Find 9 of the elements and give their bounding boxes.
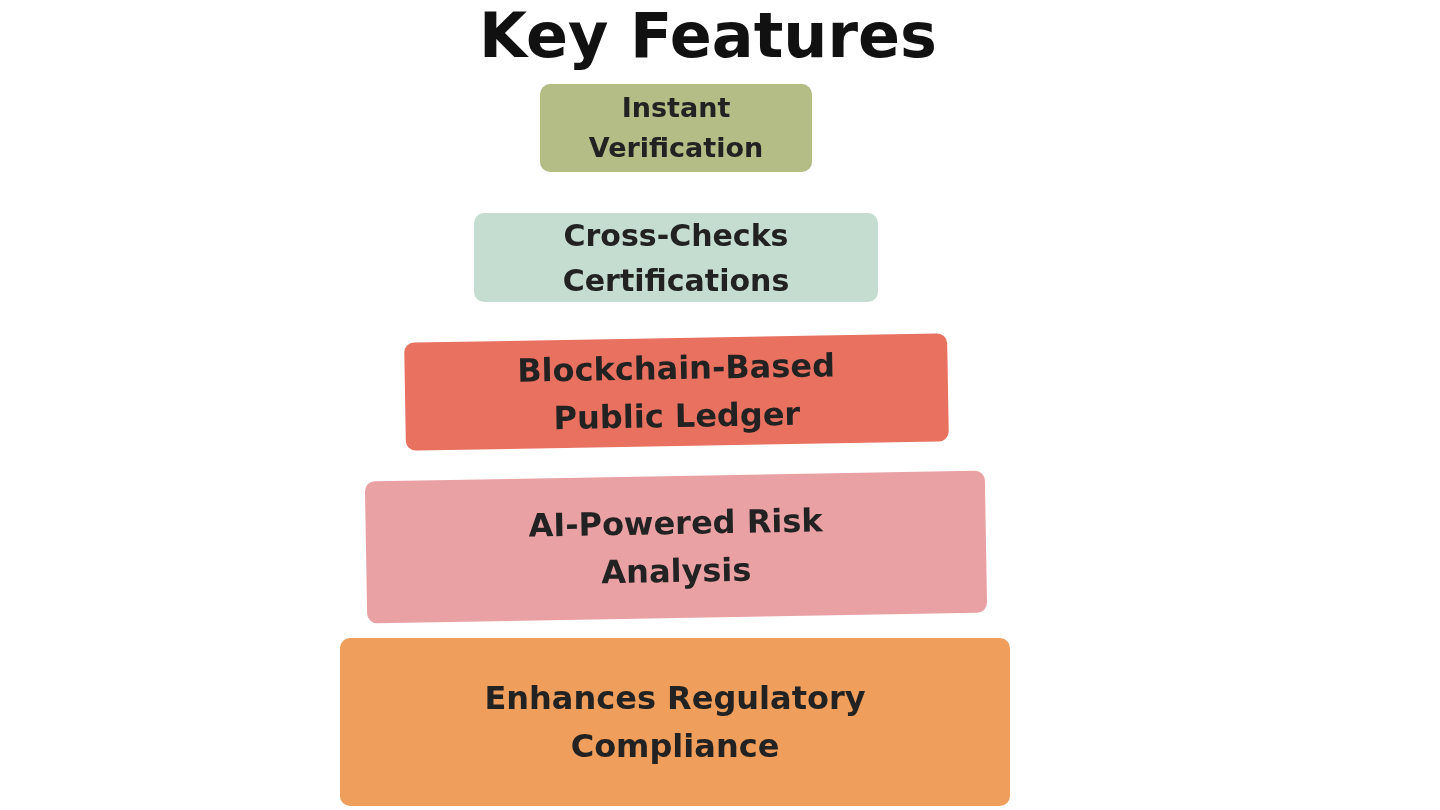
feature-label: Instant Verification bbox=[587, 90, 765, 165]
feature-box bbox=[474, 213, 878, 302]
feature-box bbox=[540, 84, 812, 172]
feature-box bbox=[340, 638, 1010, 806]
feature-label: Blockchain-Based Public Ledger bbox=[515, 345, 837, 440]
title: Key Features bbox=[477, 0, 938, 72]
feature-label: AI-Powered Risk Analysis bbox=[527, 500, 824, 594]
feature-label: Enhances Regulatory Compliance bbox=[483, 678, 867, 767]
feature-label: Cross-Checks Certifications bbox=[561, 216, 791, 300]
